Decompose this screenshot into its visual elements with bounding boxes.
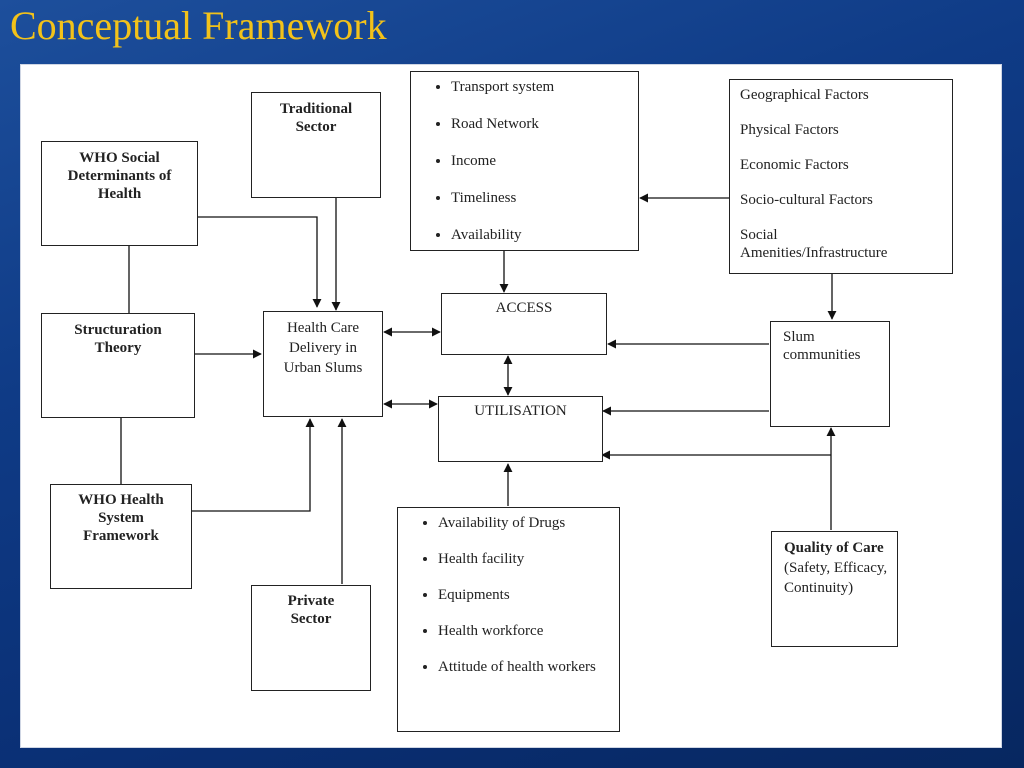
context-factor: Social Amenities/Infrastructure <box>740 227 888 261</box>
node-access: ACCESS <box>441 293 607 355</box>
list-item: Health facility <box>438 550 611 568</box>
quality-of-care-detail: (Safety, Efficacy, Continuity) <box>784 560 888 596</box>
list-item: Road Network <box>451 115 634 133</box>
node-who-social-determinants: WHO Social Determinants of Health <box>41 141 198 246</box>
node-who-health-system-framework-label: WHO Health System Framework <box>78 492 164 544</box>
node-health-care-delivery-label: Health Care Delivery in Urban Slums <box>283 320 363 376</box>
list-item: Health workforce <box>438 622 611 640</box>
connector-lines <box>120 193 837 584</box>
node-structuration-theory: Structuration Theory <box>41 313 195 418</box>
list-item: Equipments <box>438 586 611 604</box>
list-item: Attitude of health workers <box>438 658 611 676</box>
node-slum-communities-label: Slum communities <box>783 329 861 363</box>
node-quality-of-care: Quality of Care (Safety, Efficacy, Conti… <box>771 531 898 647</box>
node-who-health-system-framework: WHO Health System Framework <box>50 484 192 589</box>
node-who-social-determinants-label: WHO Social Determinants of Health <box>67 150 172 202</box>
node-private-sector-label: Private Sector <box>287 593 335 627</box>
link-sdh-to-delivery <box>197 216 322 308</box>
context-factor: Economic Factors <box>740 157 849 173</box>
list-item: Availability of Drugs <box>438 514 611 532</box>
access-factors-list: Transport system Road Network Income Tim… <box>411 78 634 244</box>
node-contextual-factors: Geographical Factors Physical Factors Ec… <box>729 79 953 274</box>
list-item: Availability <box>451 226 634 244</box>
quality-of-care-label: Quality of Care <box>784 540 884 556</box>
node-health-care-delivery: Health Care Delivery in Urban Slums <box>263 311 383 417</box>
slide-title: Conceptual Framework <box>10 3 387 48</box>
list-item: Transport system <box>451 78 634 96</box>
node-utilisation: UTILISATION <box>438 396 603 462</box>
node-traditional-sector: Traditional Sector <box>251 92 381 198</box>
diagram-panel: WHO Social Determinants of Health Tradit… <box>20 64 1002 748</box>
node-utilisation-factors: Availability of Drugs Health facility Eq… <box>397 507 620 732</box>
list-item: Timeliness <box>451 189 634 207</box>
list-item: Income <box>451 152 634 170</box>
node-access-factors: Transport system Road Network Income Tim… <box>410 71 639 251</box>
utilisation-factors-list: Availability of Drugs Health facility Eq… <box>398 514 611 676</box>
node-utilisation-label: UTILISATION <box>474 403 567 419</box>
node-access-label: ACCESS <box>495 300 553 316</box>
node-structuration-theory-label: Structuration Theory <box>74 322 162 356</box>
node-traditional-sector-label: Traditional Sector <box>279 101 353 135</box>
context-factor: Physical Factors <box>740 122 839 138</box>
link-hsf-to-delivery <box>191 418 315 512</box>
node-slum-communities: Slum communities <box>770 321 890 427</box>
node-private-sector: Private Sector <box>251 585 371 691</box>
context-factor: Socio-cultural Factors <box>740 192 873 208</box>
context-factor: Geographical Factors <box>740 87 869 103</box>
